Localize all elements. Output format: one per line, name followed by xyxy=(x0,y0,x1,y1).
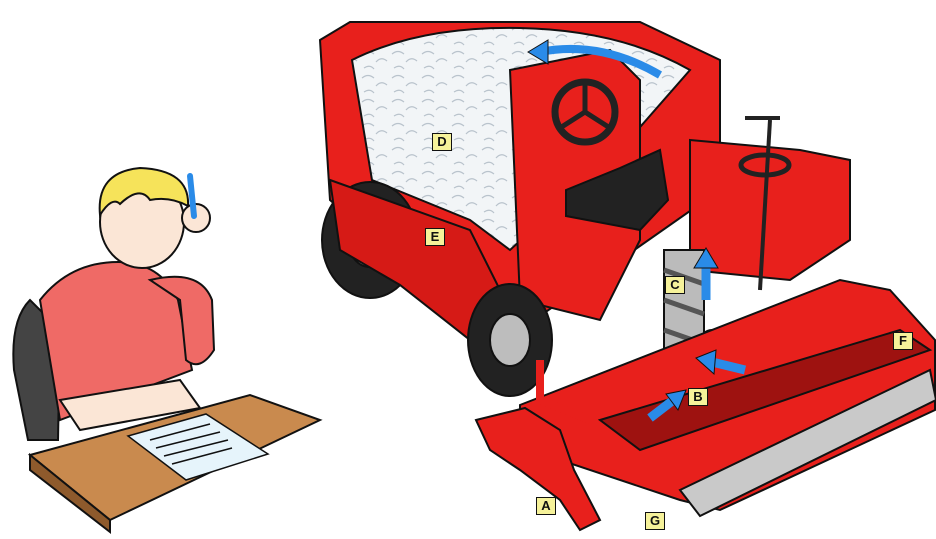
label-e: E xyxy=(425,228,445,246)
label-a: A xyxy=(536,497,556,515)
label-b: B xyxy=(688,388,708,406)
ice-resurfacer-machine xyxy=(320,22,936,530)
label-f: F xyxy=(893,332,913,350)
person-at-desk-illustration xyxy=(13,168,320,532)
label-c: C xyxy=(665,276,685,294)
label-g: G xyxy=(645,512,665,530)
control-tower xyxy=(690,140,850,280)
label-d: D xyxy=(432,133,452,151)
pencil xyxy=(190,176,194,216)
